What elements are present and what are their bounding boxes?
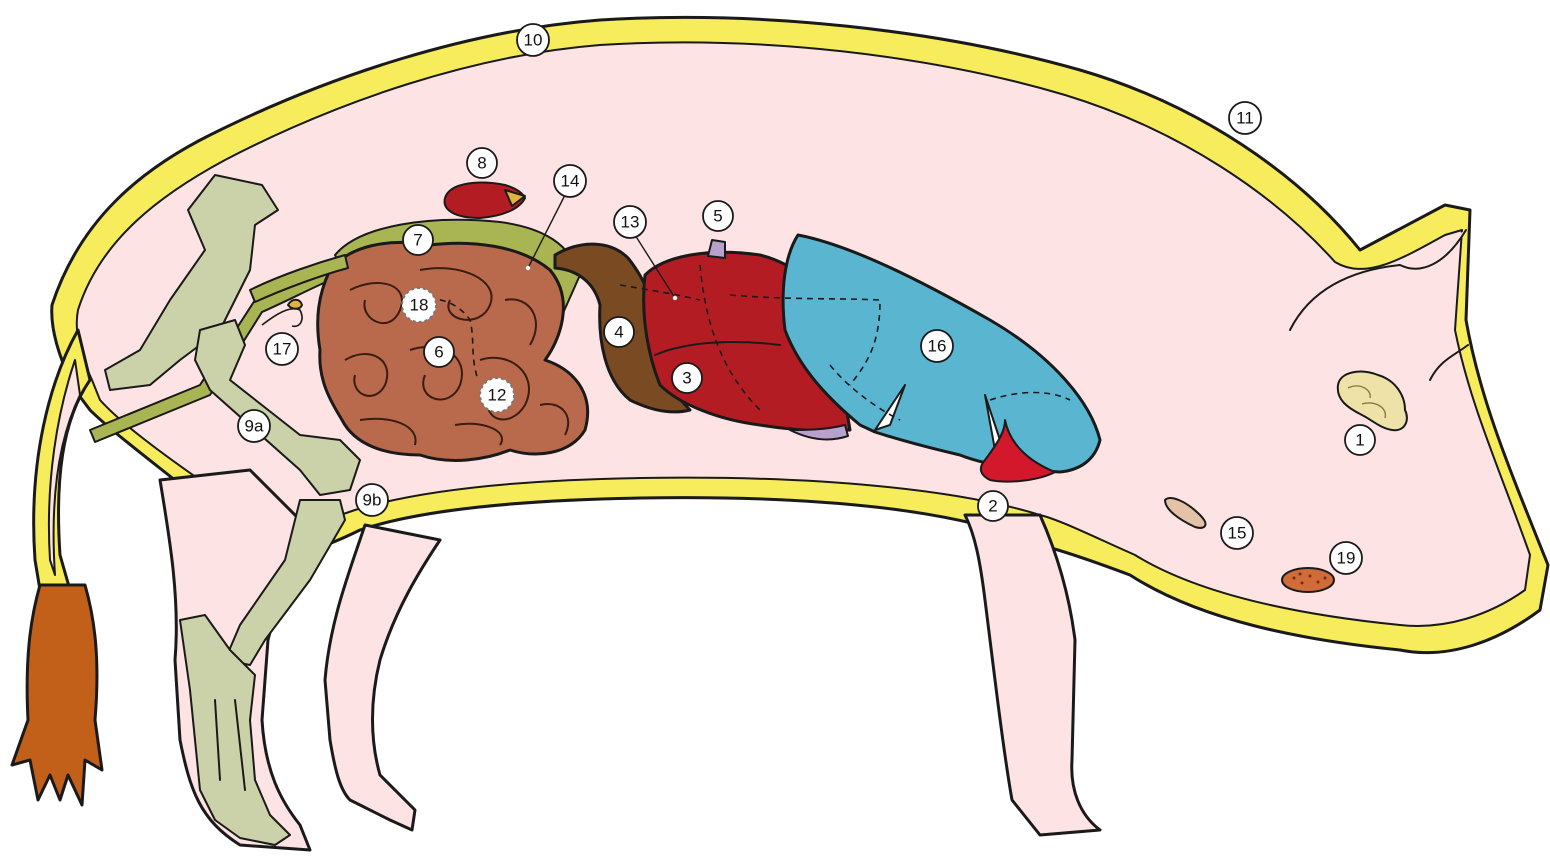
label-9b-text: 9b xyxy=(363,491,382,510)
label-7-text: 7 xyxy=(413,231,422,250)
label-5: 5 xyxy=(703,201,733,231)
label-18-text: 18 xyxy=(410,296,429,315)
label-19-text: 19 xyxy=(1337,549,1356,568)
label-8: 8 xyxy=(467,148,497,178)
label-14: 14 xyxy=(554,165,586,197)
label-17-text: 17 xyxy=(273,340,292,359)
label-10-text: 10 xyxy=(524,31,543,50)
label-15: 15 xyxy=(1221,517,1253,549)
label-4: 4 xyxy=(604,317,634,347)
label-3-text: 3 xyxy=(682,369,691,388)
label-6-text: 6 xyxy=(434,343,443,362)
label-16-text: 16 xyxy=(928,337,947,356)
front-leg xyxy=(965,515,1100,835)
label-1-text: 1 xyxy=(1355,431,1364,450)
tonsil xyxy=(1282,568,1334,592)
label-3: 3 xyxy=(672,363,702,393)
tail-tip xyxy=(12,585,102,805)
ovary xyxy=(288,300,302,309)
label-5-text: 5 xyxy=(713,207,722,226)
label-6: 6 xyxy=(424,337,454,367)
leader-14-dot xyxy=(526,266,530,270)
label-2: 2 xyxy=(978,491,1008,521)
label-9b: 9b xyxy=(356,484,388,516)
middle-leg xyxy=(325,525,440,830)
leader-13-dot xyxy=(673,296,677,300)
label-16: 16 xyxy=(921,330,953,362)
label-13: 13 xyxy=(614,206,646,238)
label-7: 7 xyxy=(403,225,433,255)
label-18: 18 xyxy=(402,288,436,322)
label-12-text: 12 xyxy=(488,386,507,405)
label-11: 11 xyxy=(1229,102,1261,134)
label-11-text: 11 xyxy=(1236,109,1254,128)
label-13-text: 13 xyxy=(621,213,640,232)
label-14-text: 14 xyxy=(561,172,580,191)
label-2-text: 2 xyxy=(988,497,997,516)
label-15-text: 15 xyxy=(1228,524,1247,543)
spleen-tab xyxy=(708,240,725,258)
label-10: 10 xyxy=(517,24,549,56)
label-17: 17 xyxy=(266,333,298,365)
label-1: 1 xyxy=(1345,425,1375,455)
label-9a-text: 9a xyxy=(245,417,264,436)
label-8-text: 8 xyxy=(477,154,486,173)
label-12: 12 xyxy=(480,378,514,412)
tail-stalk xyxy=(34,330,90,590)
label-19: 19 xyxy=(1330,542,1362,574)
label-9a: 9a xyxy=(238,410,270,442)
label-4-text: 4 xyxy=(614,323,623,342)
